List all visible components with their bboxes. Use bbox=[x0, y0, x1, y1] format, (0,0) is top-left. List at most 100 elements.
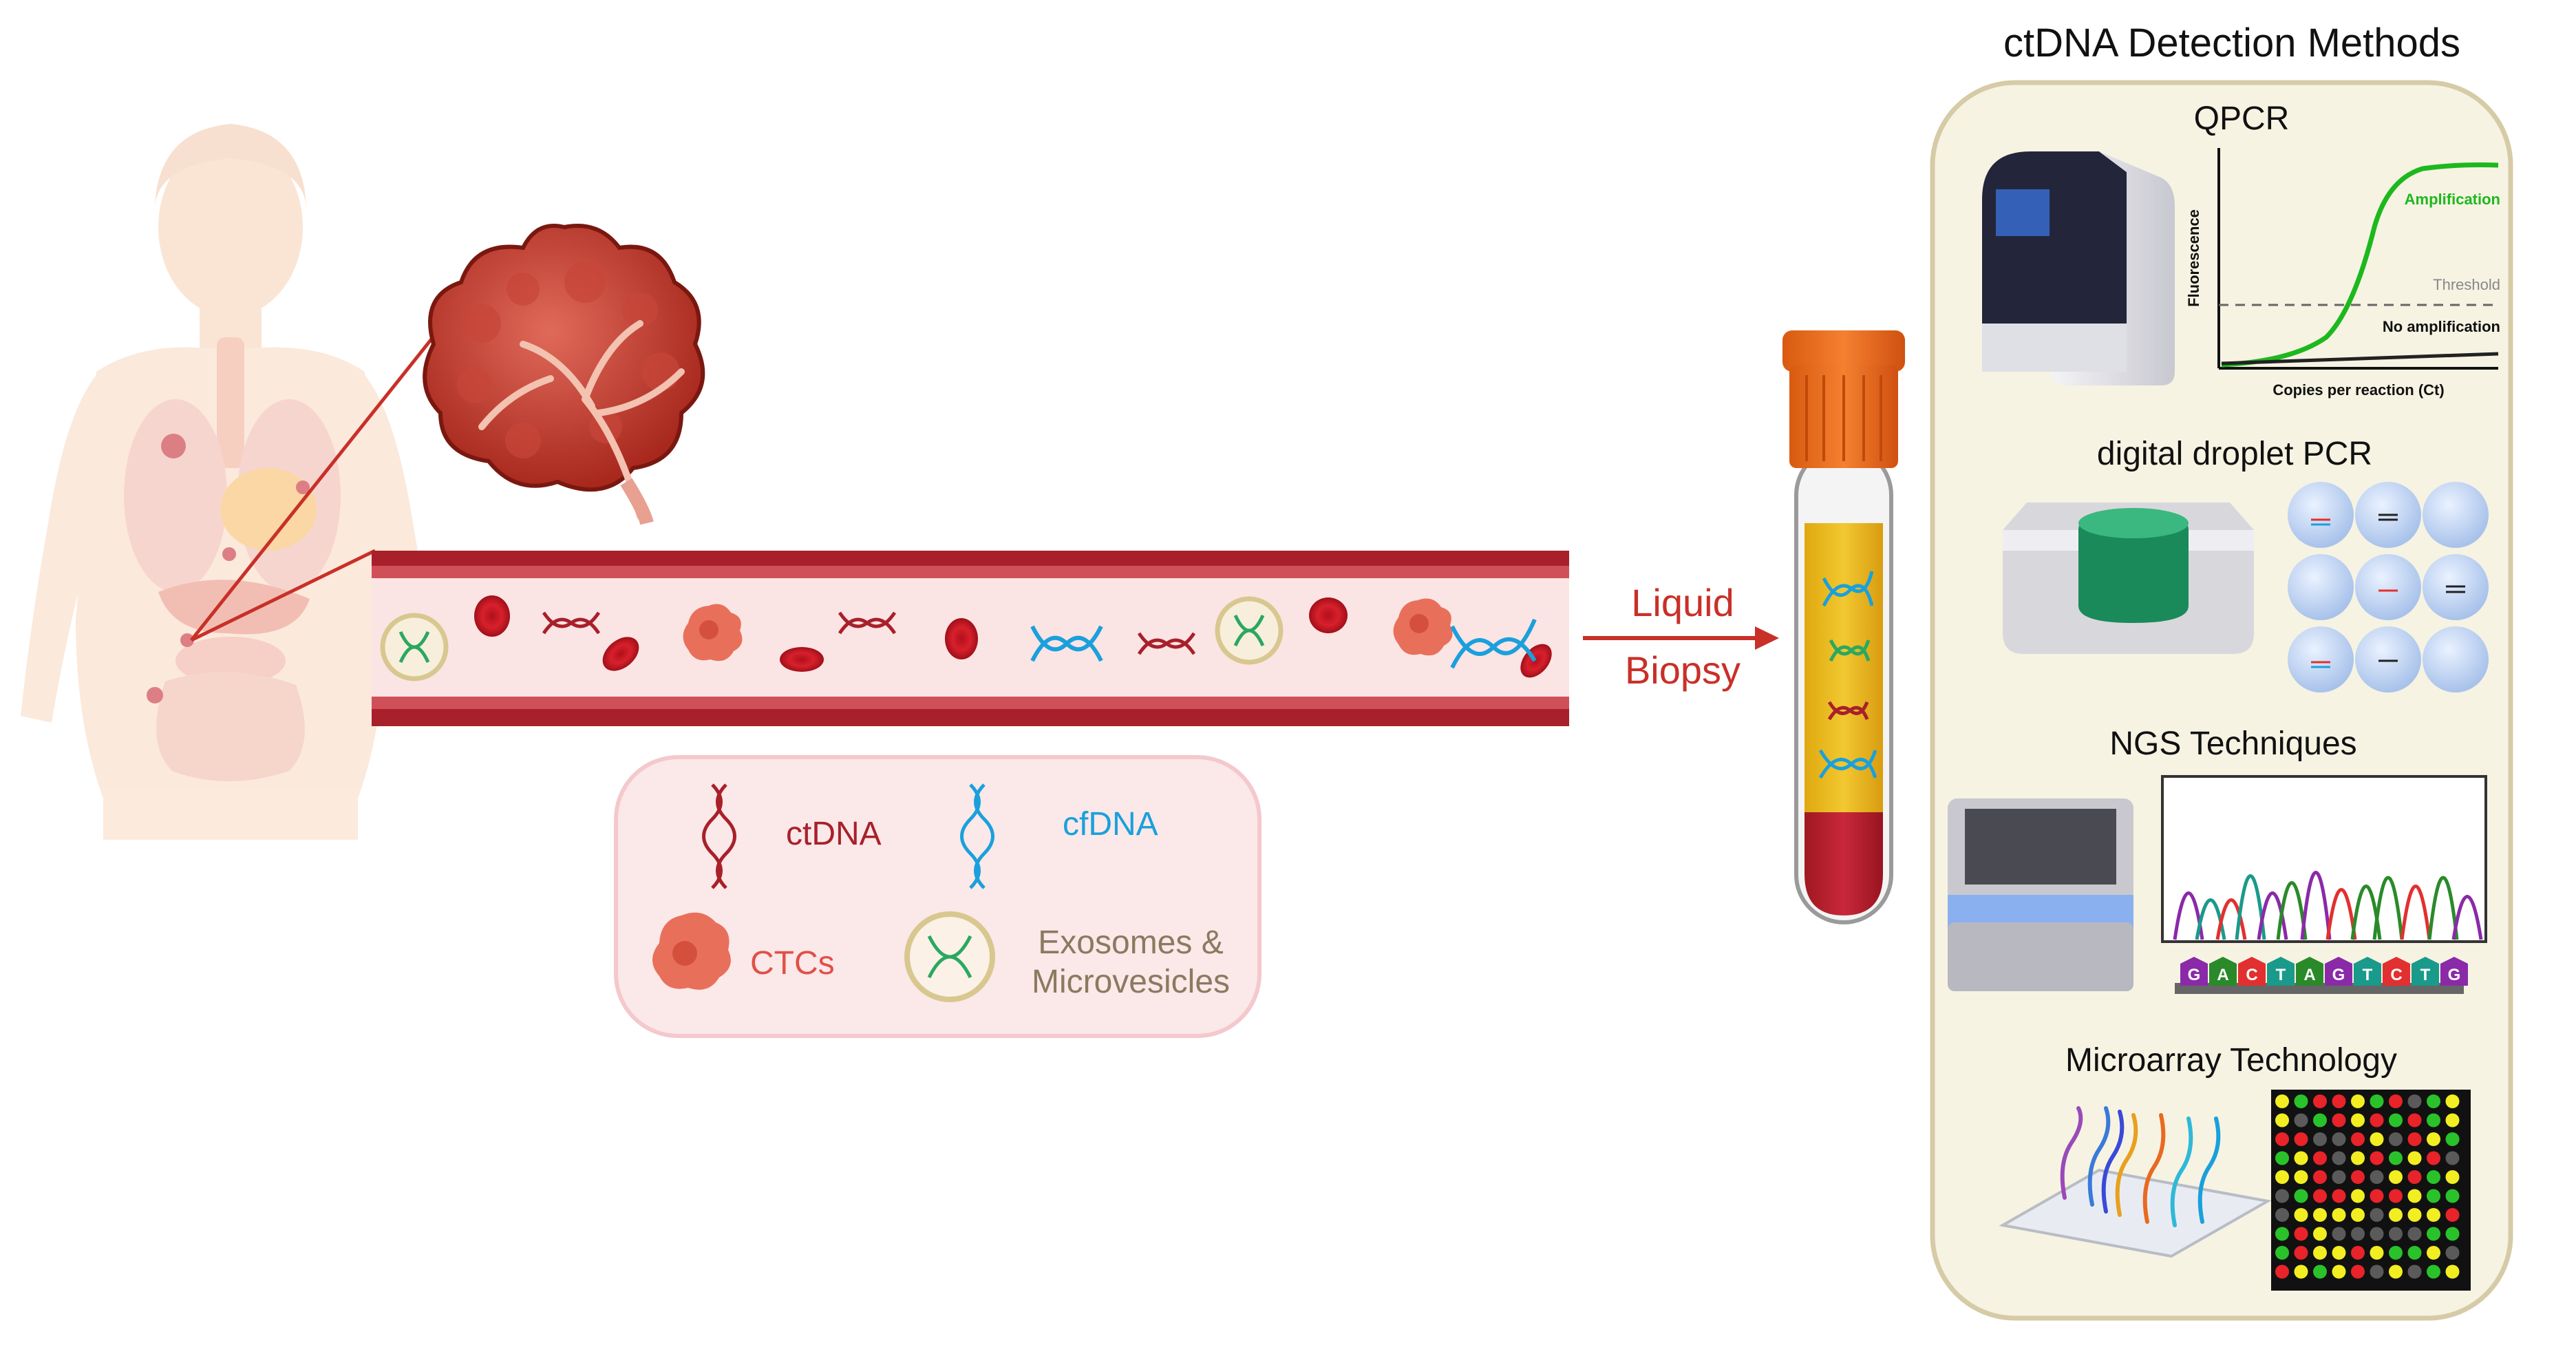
legend-box: ctDNA cfDNA CTCs Exosomes & Microvesicle… bbox=[614, 755, 1262, 1038]
microarray-spot bbox=[2332, 1170, 2346, 1184]
microarray-spot bbox=[2275, 1170, 2289, 1184]
microarray-spot bbox=[2427, 1094, 2440, 1108]
microarray-spot bbox=[2427, 1208, 2440, 1222]
sequence-base-tag bbox=[2209, 957, 2237, 986]
tumor-site-chest bbox=[222, 547, 236, 561]
qpcr-section: QPCR Fluorescence Copies per reaction (C… bbox=[1982, 100, 2500, 399]
microarray-spot bbox=[2294, 1227, 2308, 1241]
sequence-base-letter: T bbox=[2363, 966, 2373, 984]
microarray-spot bbox=[2407, 1151, 2422, 1165]
microarray-spot bbox=[2294, 1189, 2308, 1203]
red-blood-cell bbox=[945, 618, 978, 659]
legend-ctdna-label: ctDNA bbox=[786, 816, 882, 852]
panel-title: ctDNA Detection Methods bbox=[2003, 21, 2460, 65]
microarray-spot bbox=[2351, 1094, 2365, 1108]
droplet-grid bbox=[2288, 482, 2489, 692]
sequence-base-letter: G bbox=[2188, 966, 2201, 984]
microarray-spot bbox=[2445, 1189, 2460, 1203]
zoom-line-to-vessel bbox=[190, 549, 376, 642]
microarray-spot bbox=[2294, 1246, 2308, 1260]
microarray-spot bbox=[2351, 1189, 2365, 1203]
microarray-spot bbox=[2275, 1094, 2289, 1108]
microarray-spot bbox=[2275, 1189, 2289, 1203]
ddpcr-title: digital droplet PCR bbox=[2097, 436, 2372, 472]
cfdna-fragment bbox=[1030, 625, 1103, 662]
arrow-label-line2: Biopsy bbox=[1625, 648, 1741, 692]
microarray-spot bbox=[2389, 1208, 2403, 1222]
microarray-spot bbox=[2370, 1208, 2384, 1222]
microarray-spot bbox=[2427, 1264, 2440, 1279]
red-blood-cell bbox=[780, 647, 824, 672]
microarray-spot bbox=[2370, 1132, 2384, 1146]
microarray-spot bbox=[2313, 1170, 2327, 1184]
qpcr-title: QPCR bbox=[2194, 100, 2290, 137]
microarray-spot bbox=[2389, 1151, 2403, 1165]
microarray-spot bbox=[2294, 1094, 2308, 1108]
microarray-spot bbox=[2445, 1132, 2460, 1146]
qpcr-machine-icon bbox=[1982, 151, 2175, 385]
microarray-spot bbox=[2294, 1151, 2308, 1165]
red-blood-cell bbox=[602, 637, 639, 671]
microarray-spot bbox=[2332, 1246, 2346, 1260]
no-amplification-label: No amplification bbox=[2383, 318, 2500, 335]
microarray-spot bbox=[2332, 1113, 2346, 1127]
qpcr-amplification-plot: Fluorescence Copies per reaction (Ct) Am… bbox=[2185, 148, 2500, 399]
sequence-base-letter: T bbox=[2276, 966, 2286, 984]
microarray-spot bbox=[2351, 1113, 2365, 1127]
microarray-spot bbox=[2445, 1208, 2460, 1222]
tumor-site-lung bbox=[161, 434, 186, 458]
microarray-spot bbox=[2370, 1189, 2384, 1203]
sequence-base-letter: A bbox=[2303, 966, 2315, 984]
microarray-spot bbox=[2313, 1208, 2327, 1222]
legend-cfdna-icon bbox=[960, 783, 994, 889]
tube-cap bbox=[1782, 330, 1905, 372]
microarray-spot bbox=[2351, 1227, 2365, 1241]
ctdna-fragment bbox=[838, 611, 897, 635]
blood-cell-layer bbox=[1805, 812, 1883, 915]
legend-ctcs-label: CTCs bbox=[750, 945, 835, 982]
microarray-spot bbox=[2370, 1170, 2384, 1184]
microarray-spot bbox=[2389, 1227, 2403, 1241]
microarray-slide-icon bbox=[1999, 1106, 2272, 1258]
microarray-spot bbox=[2370, 1227, 2384, 1241]
legend-cfdna-label: cfDNA bbox=[1063, 806, 1158, 843]
microarray-spot bbox=[2275, 1208, 2289, 1222]
threshold-label: Threshold bbox=[2433, 276, 2500, 293]
blood-collection-tube bbox=[1782, 330, 1905, 924]
exosome bbox=[380, 613, 449, 681]
microarray-spot bbox=[2407, 1208, 2422, 1222]
stomach bbox=[175, 637, 286, 685]
microarray-spot bbox=[2445, 1094, 2460, 1108]
microarray-spot bbox=[2275, 1132, 2289, 1146]
intestines bbox=[156, 672, 305, 781]
microarray-spot bbox=[2445, 1246, 2460, 1260]
microarray-spot bbox=[2294, 1113, 2308, 1127]
microarray-spot bbox=[2313, 1227, 2327, 1241]
sequence-base-tag bbox=[2354, 957, 2381, 986]
microarray-spot bbox=[2313, 1132, 2327, 1146]
microarray-spot bbox=[2313, 1264, 2327, 1279]
microarray-spot bbox=[2332, 1094, 2346, 1108]
microarray-spot bbox=[2351, 1151, 2365, 1165]
sequence-base-tag bbox=[2412, 957, 2439, 986]
ctdna-fragment bbox=[1137, 632, 1196, 655]
microarray-spot bbox=[2370, 1264, 2384, 1279]
microarray-spot bbox=[2407, 1094, 2422, 1108]
sequence-base-tag bbox=[2325, 957, 2352, 986]
circulating-tumor-cell bbox=[683, 604, 743, 661]
microarray-spot bbox=[2370, 1246, 2384, 1260]
microarray-spot bbox=[2370, 1151, 2384, 1165]
trachea bbox=[217, 337, 244, 468]
microarray-spot bbox=[2389, 1246, 2403, 1260]
microarray-spot bbox=[2407, 1264, 2422, 1279]
tumor-illustration bbox=[423, 224, 705, 525]
microarray-spot bbox=[2332, 1227, 2346, 1241]
ddpcr-machine-icon bbox=[2003, 502, 2254, 654]
legend-ctdna-icon bbox=[702, 783, 736, 889]
liver bbox=[158, 580, 310, 635]
microarray-spot bbox=[2445, 1264, 2460, 1279]
microarray-spot bbox=[2313, 1189, 2327, 1203]
sequencer-icon bbox=[1948, 798, 2133, 991]
microarray-spot bbox=[2351, 1246, 2365, 1260]
